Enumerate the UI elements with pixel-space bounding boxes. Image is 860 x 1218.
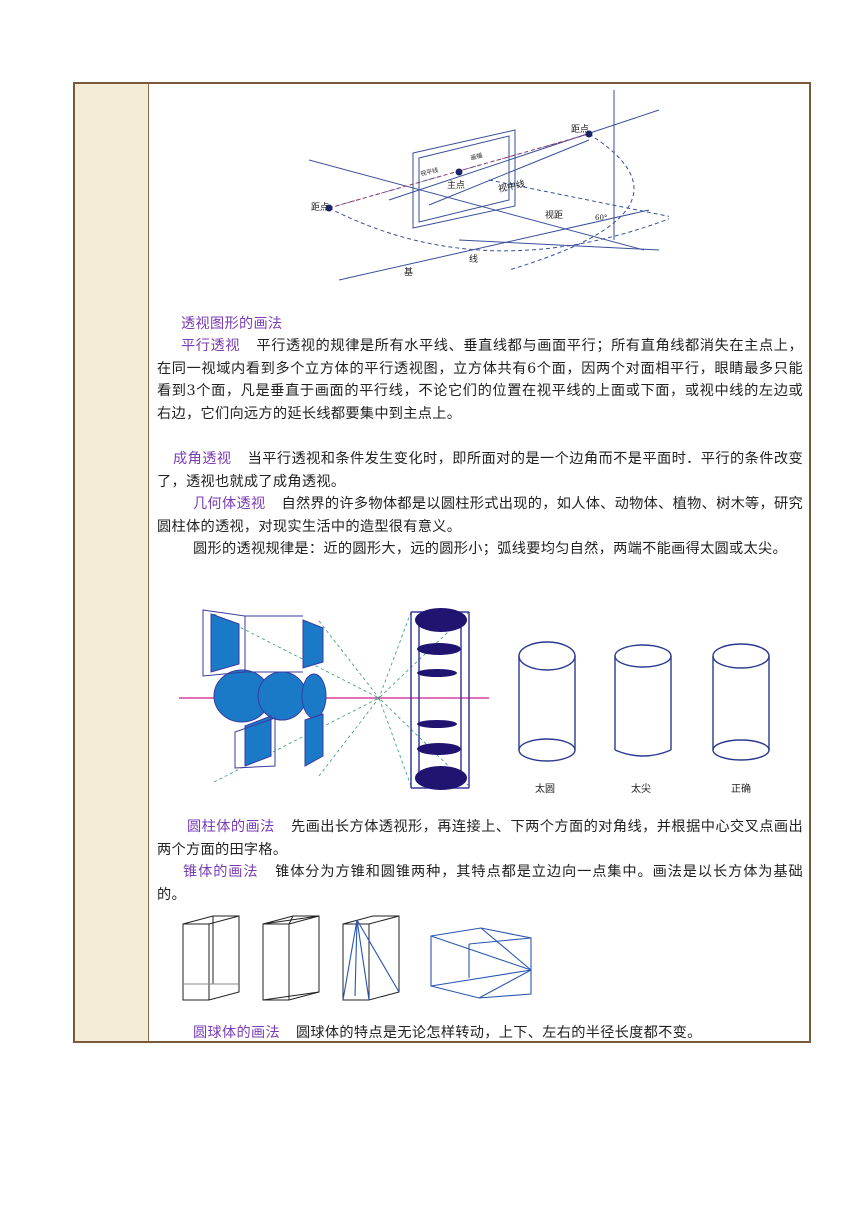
angular-paragraph: 成角透视当平行透视和条件发生变化时，即所面对的是一个边角而不是平面时．平行的条件… (157, 448, 803, 493)
content-cell: 距点 距点 视平线 画幅 主点 视中线 视距 60° 视点 基 线 透视图形的画… (149, 84, 809, 1041)
diagram-label: 线 (469, 253, 478, 265)
diagram-label: 视距 (545, 209, 563, 221)
cylinder-text: 先画出长方体透视形，再连接上、下两个方面的对角线，并根据中心交叉点画出两个方面的… (157, 819, 803, 858)
circle-rule-text: 圆形的透视规律是：近的圆形大，远的圆形小；弧线要均匀自然，两端不能画得太圆或太尖… (193, 541, 787, 557)
diagram-label: 距点 (311, 202, 329, 213)
cone-text: 锥体分为方锥和圆锥两种，其特点都是立边向一点集中。画法是以长方体为基础的。 (157, 864, 803, 903)
sphere-text: 圆球体的特点是无论怎样转动，上下、左右的半径长度都不变。 (295, 1025, 702, 1041)
diagram-label: 距点 (571, 124, 589, 135)
parallel-heading: 平行透视 (181, 338, 241, 354)
section-title: 透视图形的画法 (181, 316, 283, 332)
cone-construction-figure (182, 915, 532, 1001)
diagram-label: 视平线 (420, 166, 439, 178)
cylinder-label: 太尖 (631, 782, 651, 795)
diagram-label: 60° (595, 214, 607, 222)
cylinder-label: 正确 (731, 782, 751, 795)
side-column (75, 84, 149, 1041)
section-title-row: 透视图形的画法 (157, 313, 803, 336)
geometric-heading: 几何体透视 (193, 496, 266, 512)
circle-rule-paragraph: 圆形的透视规律是：近的圆形大，远的圆形小；弧线要均匀自然，两端不能画得太圆或太尖… (157, 538, 803, 561)
diagram-label: 视中线 (497, 178, 526, 195)
parallel-paragraph: 平行透视平行透视的规律是所有水平线、垂直线都与画面平行；所有直角线都消失在主点上… (157, 335, 803, 425)
sphere-paragraph: 圆球体的画法圆球体的特点是无论怎样转动，上下、左右的半径长度都不变。 (157, 1022, 803, 1045)
perspective-diagram: 距点 距点 视平线 画幅 主点 视中线 视距 60° 视点 基 线 (309, 90, 669, 281)
geometric-paragraph: 几何体透视自然界的许多物体都是以圆柱形式出现的，如人体、动物体、植物、树木等，研… (157, 493, 803, 538)
cylinder-label: 太圆 (535, 782, 555, 795)
cylinder-heading: 圆柱体的画法 (187, 819, 275, 835)
cylinder-paragraph: 圆柱体的画法先画出长方体透视形，再连接上、下两个方面的对角线，并根据中心交叉点画… (157, 816, 803, 861)
sphere-heading: 圆球体的画法 (193, 1025, 280, 1041)
diagram-label: 画幅 (470, 151, 484, 162)
angular-heading: 成角透视 (173, 451, 232, 467)
angular-text: 当平行透视和条件发生变化时，即所面对的是一个边角而不是平面时．平行的条件改变了，… (157, 451, 804, 490)
cylinder-perspective-figure: 太圆 太尖 正确 (179, 608, 770, 795)
diagram-label: 基 (404, 266, 413, 278)
parallel-text: 平行透视的规律是所有水平线、垂直线都与画面平行；所有直角线都消失在主点上，在同一… (157, 338, 803, 422)
lesson-table: 距点 距点 视平线 画幅 主点 视中线 视距 60° 视点 基 线 透视图形的画… (73, 82, 811, 1043)
diagram-label: 主点 (447, 179, 465, 191)
cone-heading: 锥体的画法 (183, 864, 259, 880)
geometric-text: 自然界的许多物体都是以圆柱形式出现的，如人体、动物体、植物、树木等，研究圆柱体的… (157, 496, 804, 535)
cone-paragraph: 锥体的画法锥体分为方锥和圆锥两种，其特点都是立边向一点集中。画法是以长方体为基础… (157, 861, 803, 906)
